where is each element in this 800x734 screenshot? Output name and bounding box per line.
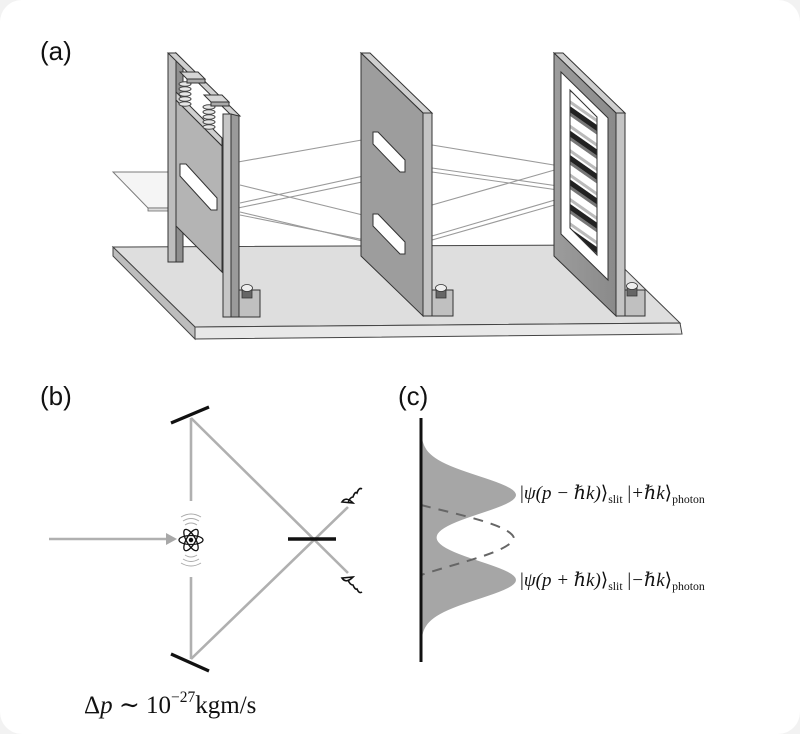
ket-close: ⟩: [600, 570, 609, 591]
ket-close: ⟩: [664, 483, 673, 504]
ket-close: ⟩: [600, 483, 609, 504]
mirror-bottom: [170, 652, 210, 673]
movable-slit-frame: [166, 51, 261, 318]
ket-open: |: [622, 570, 632, 591]
detector-bottom-icon: [340, 576, 363, 594]
emission-waves-icon: [180, 513, 202, 567]
momentum-var: p: [100, 691, 113, 719]
arrow-head-icon: [166, 533, 177, 545]
interference-fringes: [569, 88, 598, 257]
arg: (p − ℏk): [535, 483, 601, 504]
psi: ψ: [523, 570, 536, 591]
panel-label-c: (c): [398, 381, 429, 411]
photon-paths: [49, 417, 349, 660]
ket-value: +ℏk: [631, 483, 665, 504]
psi: ψ: [523, 483, 536, 504]
bolt-icon: [241, 284, 253, 292]
state-upper-label: |ψ(p − ℏk)⟩slit |+ℏk⟩photon: [520, 484, 705, 506]
subscript-photon: photon: [672, 580, 705, 594]
bra: |: [520, 570, 524, 591]
atom-icon: [178, 528, 204, 552]
relation: ∼ 10: [112, 691, 172, 719]
detector-top-icon: [340, 487, 363, 504]
detection-screen: [552, 51, 646, 318]
double-slit-plate: [359, 51, 454, 318]
exponent: −27: [171, 689, 196, 706]
subscript-photon: photon: [672, 493, 705, 507]
delta-symbol: Δ: [84, 691, 101, 719]
bolt-icon: [435, 284, 447, 292]
ket-close: ⟩: [664, 570, 673, 591]
subscript-slit: slit: [608, 493, 623, 507]
mirror-top: [170, 405, 210, 425]
interference-envelope: [420, 504, 516, 576]
state-lower-label: |ψ(p + ℏk)⟩slit |−ℏk⟩photon: [520, 571, 705, 593]
momentum-formula: Δp ∼ 10−27kgm/s: [84, 690, 256, 718]
bra: |: [520, 483, 524, 504]
bolt-icon: [626, 282, 638, 290]
subscript-slit: slit: [608, 580, 623, 594]
arg: (p + ℏk): [535, 570, 601, 591]
panel-label-b: (b): [40, 381, 72, 411]
panel-label-a: (a): [40, 36, 72, 66]
ket-open: |: [622, 483, 632, 504]
ket-value: −ℏk: [631, 570, 665, 591]
spring-icon: [178, 81, 216, 130]
units: kgm/s: [195, 691, 257, 719]
gaussian-peaks: [421, 440, 516, 640]
